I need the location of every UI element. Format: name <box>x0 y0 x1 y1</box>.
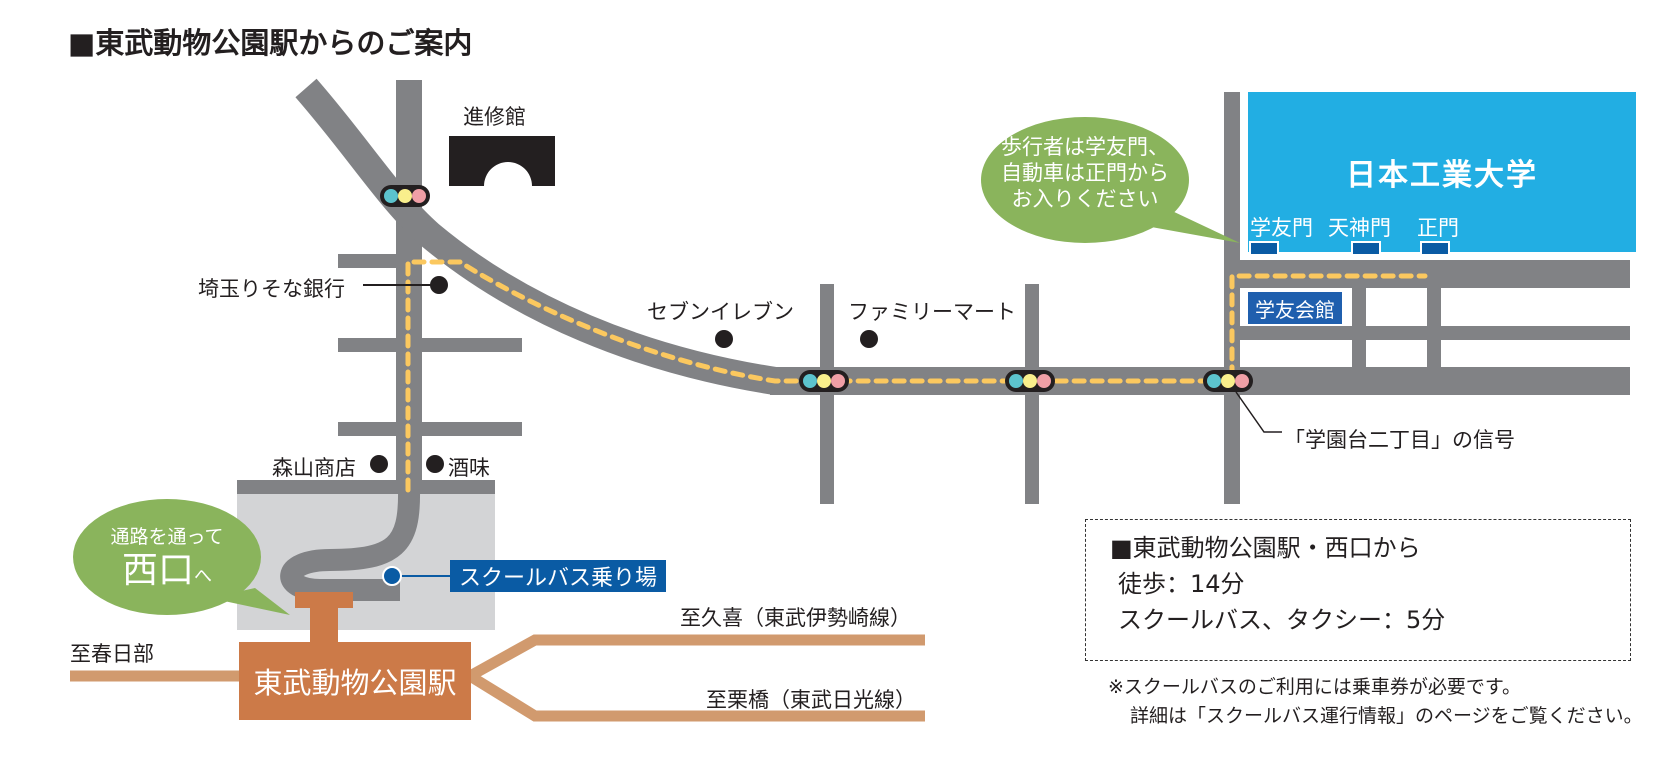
bus-stop-marker-icon <box>382 566 402 586</box>
direction-kuki: 至久喜（東武伊勢崎線） <box>680 606 911 630</box>
direction-kasukabe: 至春日部 <box>70 642 154 666</box>
direction-kurihashi: 至栗橋（東武日光線） <box>706 688 916 712</box>
landmark-familymart: ファミリーマート <box>848 300 1016 324</box>
bubble-entry-line3: お入りください <box>1011 187 1159 211</box>
bubble-west-exit <box>73 499 261 615</box>
gate-tenjin-icon <box>1351 241 1381 254</box>
note-line1: ※スクールバスのご利用には乗車券が必要です。 <box>1108 676 1522 698</box>
note-line2: 詳細は「スクールバス運行情報」のページをご覧ください。 <box>1130 705 1643 727</box>
page-title: ■東武動物公園駅からのご案内 <box>68 26 473 60</box>
landmark-moriyama: 森山商店 <box>272 456 356 480</box>
access-info-box: ■東武動物公園駅・西口から 徒歩：14分 スクールバス、タクシー：5分 <box>1085 519 1631 661</box>
walking-route <box>405 259 1428 493</box>
info-bus-taxi: スクールバス、タクシー：5分 <box>1118 606 1446 634</box>
signal-leader-line <box>1235 391 1282 433</box>
gate-seimon-label: 正門 <box>1417 216 1459 240</box>
info-heading: ■東武動物公園駅・西口から <box>1110 534 1421 562</box>
university-name: 日本工業大学 <box>1346 158 1538 193</box>
plaza-loop-road <box>280 489 421 601</box>
bubble-west-exit-line1: 通路を通って <box>110 526 224 548</box>
landmark-seven-eleven: セブンイレブン <box>647 300 794 324</box>
bubble-entry-line2: 自動車は正門から <box>1001 161 1169 185</box>
gate-gakuyu-label: 学友門 <box>1250 216 1313 240</box>
landmark-shinshukan: 進修館 <box>463 105 526 129</box>
bubble-west-exit-line2: 西口 <box>121 550 194 591</box>
university-campus <box>1248 92 1636 252</box>
signal-label: 「学園台二丁目」の信号 <box>1284 428 1515 452</box>
station-tobu-dobutsu-koen: 東武動物公園駅 <box>239 642 471 720</box>
landmark-dots <box>363 276 878 473</box>
rail-lines <box>70 634 925 722</box>
curved-road <box>295 78 778 395</box>
bubble-west-exit-suffix: へ <box>194 566 212 587</box>
bubble-entry <box>981 117 1189 243</box>
landmark-saitama-resona: 埼玉りそな銀行 <box>198 277 345 301</box>
bubble-entry-line1: 歩行者は学友門、 <box>1001 135 1169 159</box>
roads <box>237 80 1630 504</box>
gate-seimon-icon <box>1420 241 1450 254</box>
gate-gakuyu-icon <box>1249 241 1279 254</box>
gakuyu-kaikan: 学友会館 <box>1248 292 1342 324</box>
gate-tenjin-label: 天神門 <box>1328 216 1391 240</box>
station-stem <box>295 592 353 608</box>
traffic-signals <box>380 185 1253 392</box>
school-bus-stop: スクールバス乗り場 <box>450 560 666 592</box>
info-walk: 徒歩：14分 <box>1118 570 1245 598</box>
shinshukan-icon <box>449 136 555 186</box>
landmark-sakemi: 酒味 <box>448 456 490 480</box>
